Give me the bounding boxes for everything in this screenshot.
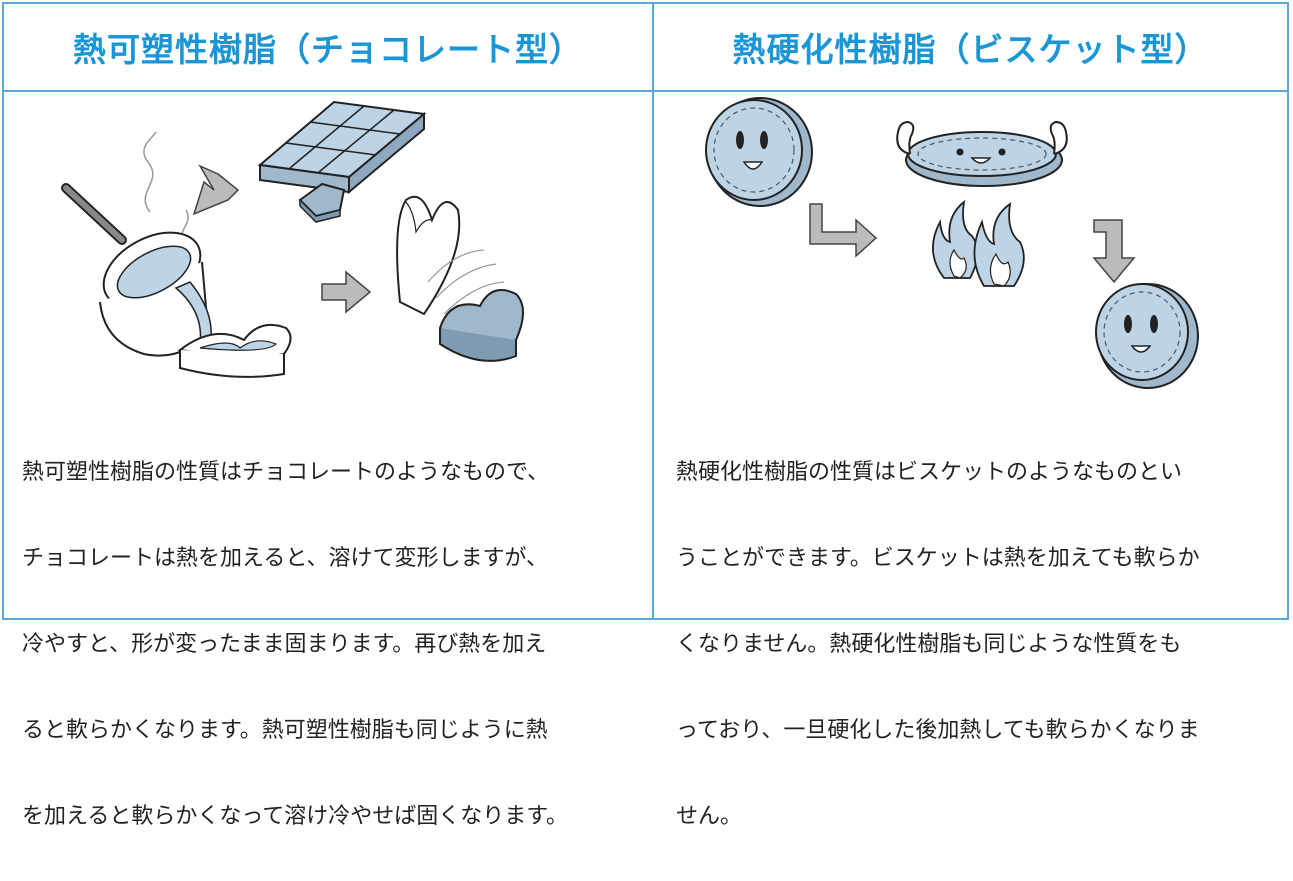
description-line: うことができます。ビスケットは熱を加えても軟らか <box>676 546 1200 571</box>
thermoplastic-title: 熱可塑性樹脂（チョコレート型） <box>73 30 583 69</box>
description-line: 熱硬化性樹脂の性質はビスケットのようなものとい <box>676 460 1183 485</box>
thermoplastic-description: 熱可塑性樹脂の性質はチョコレートのようなもので、 チョコレートは熱を加えると、溶… <box>22 408 642 881</box>
header-divider <box>2 90 1289 92</box>
chocolate-bar-icon <box>257 100 427 195</box>
thermoplastic-panel: 熱可塑性樹脂（チョコレート型） <box>4 4 652 829</box>
biscuit-face-icon <box>705 97 813 207</box>
thermoset-panel: 熱硬化性樹脂（ビスケット型） <box>654 4 1287 829</box>
description-line: くなりません。熱硬化性樹脂も同じような性質をも <box>676 632 1182 657</box>
description-line: せん。 <box>676 804 743 829</box>
description-line: 熱可塑性樹脂の性質はチョコレートのようなもので、 <box>22 460 550 485</box>
flame-icon <box>932 199 1025 287</box>
biscuit-face-icon <box>1095 283 1199 389</box>
steam-icon <box>143 131 189 243</box>
description-line: チョコレートは熱を加えると、溶けて変形しますが、 <box>22 546 549 571</box>
arrow-down-icon <box>1092 219 1136 284</box>
description-line: 冷やすと、形が変ったまま固まります。再び熱を加え <box>22 632 547 657</box>
thermoset-title: 熱硬化性樹脂（ビスケット型） <box>732 30 1209 69</box>
open-mold-icon <box>396 195 461 316</box>
table-frame <box>2 2 1289 620</box>
saucepan-icon <box>61 183 210 357</box>
arrow-heat-icon <box>809 203 878 258</box>
description-line: を加えると軟らかくなって溶け冷やせば固くなります。 <box>22 804 569 829</box>
chocolate-piece-icon <box>298 182 346 223</box>
description-line: っており、一旦硬化した後加熱しても軟らかくなりま <box>676 718 1200 743</box>
biscuit-illustration <box>705 97 1199 389</box>
chocolate-illustration <box>61 100 524 378</box>
heart-mold-icon <box>177 324 292 378</box>
thermoset-description: 熱硬化性樹脂の性質はビスケットのようなものとい うことができます。ビスケットは熱… <box>676 408 1276 881</box>
heart-chocolate-icon <box>438 289 524 362</box>
arrow-to-pan-icon <box>192 164 240 216</box>
motion-lines-icon <box>427 249 505 315</box>
column-divider <box>652 2 654 620</box>
arrow-right-icon <box>321 270 372 314</box>
description-line: ると軟らかくなります。熱可塑性樹脂も同じように熱 <box>22 718 548 743</box>
biscuit-flexing-icon <box>896 120 1068 187</box>
